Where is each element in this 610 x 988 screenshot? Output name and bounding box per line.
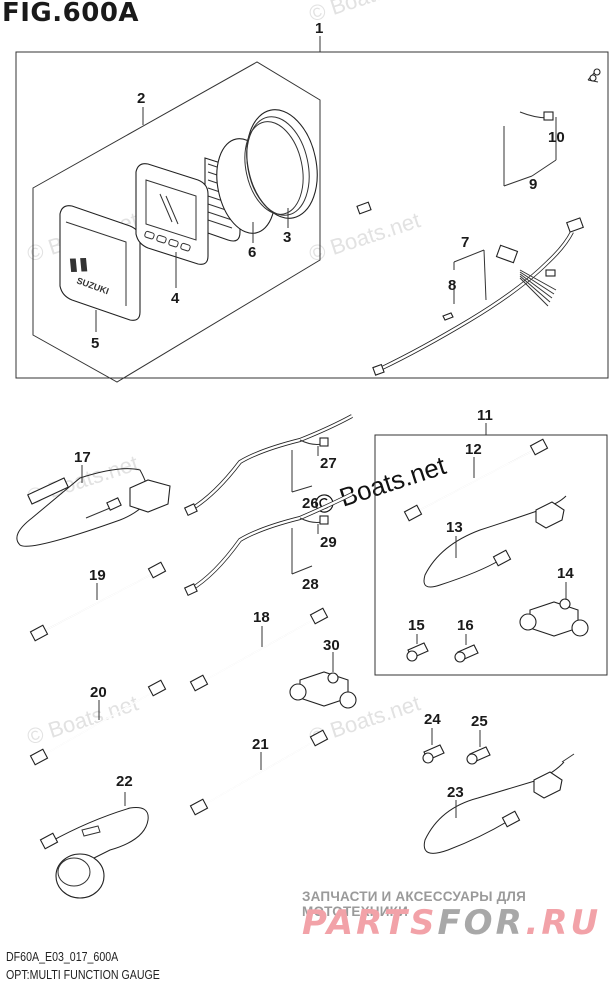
harness-26	[183, 414, 353, 517]
ref-28: 28	[302, 576, 319, 593]
ref-15: 15	[408, 617, 425, 634]
ref-18: 18	[253, 609, 270, 626]
ref-16: 16	[457, 617, 474, 634]
ref-10: 10	[548, 129, 565, 146]
part-15-terminator	[406, 642, 429, 662]
bracket-line	[483, 249, 487, 301]
subgroup-2-outline	[32, 61, 321, 383]
ref-29: 29	[320, 534, 337, 551]
bracket-line	[503, 175, 533, 187]
ref-17: 17	[74, 449, 91, 466]
harness-9	[356, 68, 601, 215]
part-21-cable	[189, 729, 329, 816]
ref-14: 14	[557, 565, 574, 582]
part-19-cable	[29, 561, 167, 642]
part-23-cable	[423, 753, 575, 854]
part-12-cable	[403, 438, 549, 522]
ref-9: 9	[529, 176, 537, 193]
group-box	[374, 434, 608, 676]
figure-title: FIG.600A	[2, 0, 140, 28]
ref-4: 4	[171, 290, 180, 307]
part-17-sensor-cable	[16, 468, 171, 547]
figure-description: OPT:MULTI FUNCTION GAUGE	[6, 968, 160, 982]
model-code: DF60A_E03_017_600A	[6, 950, 119, 964]
harness-7	[372, 217, 584, 376]
part-22-sensor	[39, 807, 149, 899]
watermark: © Boats.net	[24, 690, 141, 749]
part-18-cable	[189, 607, 329, 692]
group-box	[15, 51, 609, 379]
bracket-line	[531, 159, 557, 177]
part-24-terminator	[422, 744, 445, 764]
part-30-t-connector	[289, 671, 357, 709]
part-16-terminator	[454, 644, 479, 663]
ref-22: 22	[116, 773, 133, 790]
ref-27: 27	[320, 455, 337, 472]
ref-7: 7	[461, 234, 469, 251]
ref-26: 26	[302, 495, 319, 512]
ref-8: 8	[448, 277, 456, 294]
ref-11: 11	[477, 407, 493, 424]
mounting-nut	[244, 109, 318, 219]
group-1-kit: 1 2 SUZUKI 5 4	[15, 20, 609, 383]
bracket-line	[291, 565, 313, 575]
partsfor-logo: PARTSFOR.RU	[302, 903, 601, 943]
suzuki-s-logo	[69, 258, 88, 272]
part-20-cable	[29, 679, 167, 766]
bracket-line	[291, 485, 313, 493]
ref-25: 25	[471, 713, 488, 730]
part-13-cable	[423, 495, 567, 588]
ref-2: 2	[137, 90, 145, 107]
harness-28	[183, 492, 353, 597]
part-14-t-connector	[519, 598, 589, 637]
ref-1: 1	[315, 20, 323, 37]
logo-part-1: PARTS	[302, 903, 438, 943]
group-11-kit: 11 12 13 14	[374, 407, 608, 676]
ref-23: 23	[447, 784, 464, 801]
boats-watermarks: © Boats.net © Boats.net © Boats.net © Bo…	[24, 0, 450, 750]
ref-24: 24	[424, 711, 441, 728]
ref-20: 20	[90, 684, 107, 701]
partsfor-tagline: ЗАПЧАСТИ И АКСЕССУАРЫ ДЛЯ МОТОТЕХНИКИ	[302, 889, 526, 919]
watermark: © Boats.net	[306, 0, 423, 27]
ref-5: 5	[91, 335, 99, 352]
logo-part-3: .RU	[525, 903, 602, 943]
ref-21: 21	[252, 736, 269, 753]
suzuki-cover: SUZUKI	[59, 205, 141, 321]
ref-3: 3	[283, 229, 291, 246]
logo-part-2: FOR	[437, 903, 526, 943]
ref-30: 30	[323, 637, 340, 654]
ref-12: 12	[465, 441, 482, 458]
ref-13: 13	[446, 519, 463, 536]
part-25-terminator	[466, 746, 491, 765]
bracket-line	[453, 249, 485, 263]
ref-6: 6	[248, 244, 256, 261]
ref-19: 19	[89, 567, 106, 584]
watermark: © Boats.net	[306, 207, 423, 266]
